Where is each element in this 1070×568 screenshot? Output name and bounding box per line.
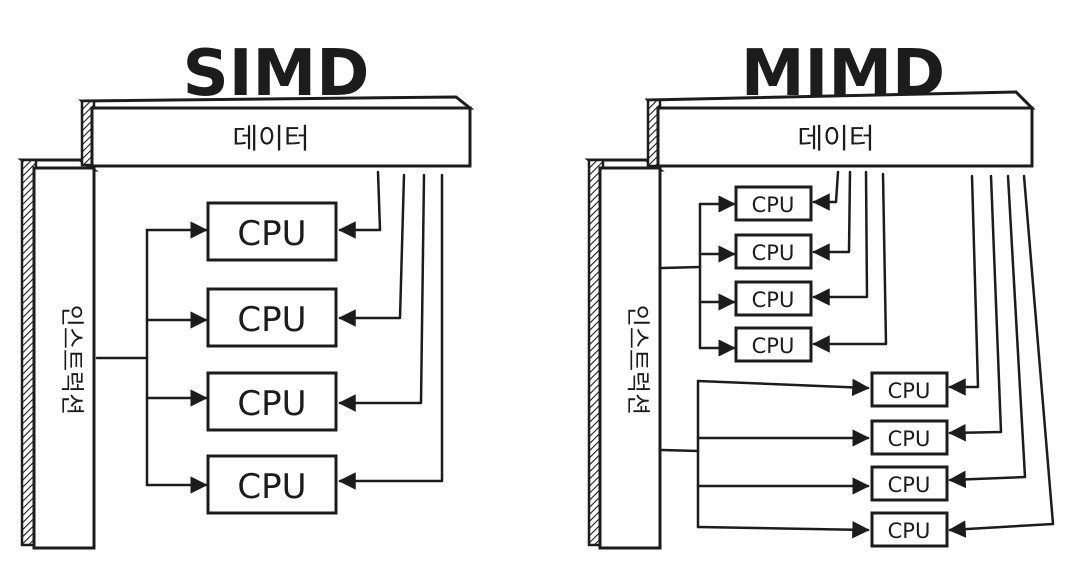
cpu-box: CPU xyxy=(870,419,949,456)
cpu-box: CPU xyxy=(734,185,813,222)
simd-data-label: 데이터 xyxy=(232,122,309,155)
mimd-instruction-label: 인스트럭션 xyxy=(624,305,652,415)
cpu-box: CPU xyxy=(206,454,338,515)
svg-text:CPU: CPU xyxy=(752,193,795,217)
cpu-box: CPU xyxy=(206,287,338,348)
mimd-data-arrows-group-1 xyxy=(812,170,888,353)
svg-text:CPU: CPU xyxy=(237,467,306,507)
simd-instruction-bus: 인스트럭션 xyxy=(17,158,99,550)
mimd-data-label: 데이터 xyxy=(797,122,874,155)
cpu-box: CPU xyxy=(870,371,949,408)
svg-text:CPU: CPU xyxy=(752,334,795,358)
svg-text:CPU: CPU xyxy=(888,473,931,497)
svg-text:CPU: CPU xyxy=(752,241,795,265)
mimd-cpu-group-1: CPU CPU CPU CPU xyxy=(734,185,813,363)
cpu-box: CPU xyxy=(734,280,813,317)
cpu-box: CPU xyxy=(206,201,338,262)
svg-text:CPU: CPU xyxy=(237,300,306,340)
mimd-instruction-arrows-group-2 xyxy=(660,378,870,539)
simd-instruction-arrows xyxy=(95,221,208,494)
mimd-cpu-group-2: CPU CPU CPU CPU xyxy=(870,371,949,548)
mimd-data-arrows-group-2 xyxy=(948,174,1055,538)
mimd-panel: MIMD 인스트럭션 데이터 xyxy=(584,37,1055,550)
mimd-instruction-arrows-group-1 xyxy=(660,195,736,357)
simd-instruction-label: 인스트럭션 xyxy=(58,305,86,415)
svg-text:CPU: CPU xyxy=(888,519,931,543)
simd-data-arrows xyxy=(338,170,444,490)
cpu-box: CPU xyxy=(206,371,338,432)
svg-text:CPU: CPU xyxy=(888,427,931,451)
svg-text:CPU: CPU xyxy=(752,288,795,312)
simd-cpu-list: CPU CPU CPU CPU xyxy=(206,201,338,515)
simd-panel: SIMD 인스트럭션 데이터 CPU xyxy=(17,37,475,550)
svg-text:CPU: CPU xyxy=(237,384,306,424)
svg-text:CPU: CPU xyxy=(237,214,306,254)
cpu-box: CPU xyxy=(870,511,949,548)
cpu-box: CPU xyxy=(734,326,813,363)
mimd-data-bus: 데이터 xyxy=(644,90,1036,168)
mimd-instruction-bus: 인스트럭션 xyxy=(584,158,665,550)
cpu-box: CPU xyxy=(870,465,949,502)
simd-data-bus: 데이터 xyxy=(78,95,475,168)
cpu-box: CPU xyxy=(734,233,813,270)
svg-text:CPU: CPU xyxy=(888,379,931,403)
